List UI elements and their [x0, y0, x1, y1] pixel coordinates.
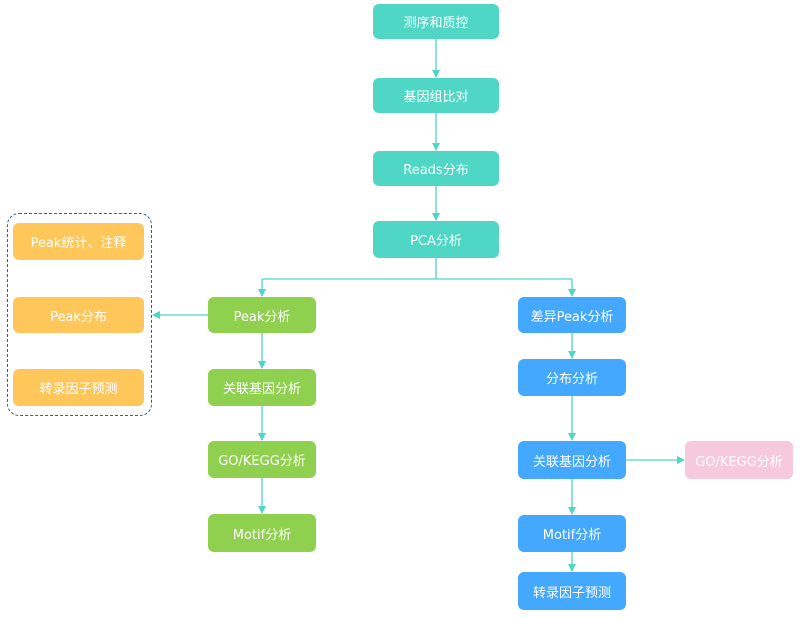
node-go-kegg-left[interactable]: GO/KEGG分析: [208, 441, 316, 478]
node-peak-stats-annotation[interactable]: Peak统计、注释: [13, 223, 144, 260]
node-sequencing-qc[interactable]: 测序和质控: [373, 4, 499, 39]
node-go-kegg-right[interactable]: GO/KEGG分析: [685, 441, 793, 479]
node-associated-gene-left[interactable]: 关联基因分析: [208, 369, 316, 406]
node-reads-distribution[interactable]: Reads分布: [373, 151, 499, 186]
node-tf-prediction-side[interactable]: 转录因子预测: [13, 369, 144, 406]
node-associated-gene-right[interactable]: 关联基因分析: [518, 441, 626, 479]
node-genome-alignment[interactable]: 基因组比对: [373, 78, 499, 113]
node-peak-distribution-side[interactable]: Peak分布: [13, 297, 144, 333]
node-distribution-analysis[interactable]: 分布分析: [518, 359, 626, 396]
node-motif-left[interactable]: Motif分析: [208, 514, 316, 552]
node-peak-analysis[interactable]: Peak分析: [208, 297, 316, 333]
node-tf-prediction-right[interactable]: 转录因子预测: [518, 572, 626, 610]
node-differential-peak[interactable]: 差异Peak分析: [518, 297, 626, 333]
peak-results-group: [7, 213, 152, 416]
node-pca-analysis[interactable]: PCA分析: [373, 221, 499, 258]
node-motif-right[interactable]: Motif分析: [518, 515, 626, 552]
